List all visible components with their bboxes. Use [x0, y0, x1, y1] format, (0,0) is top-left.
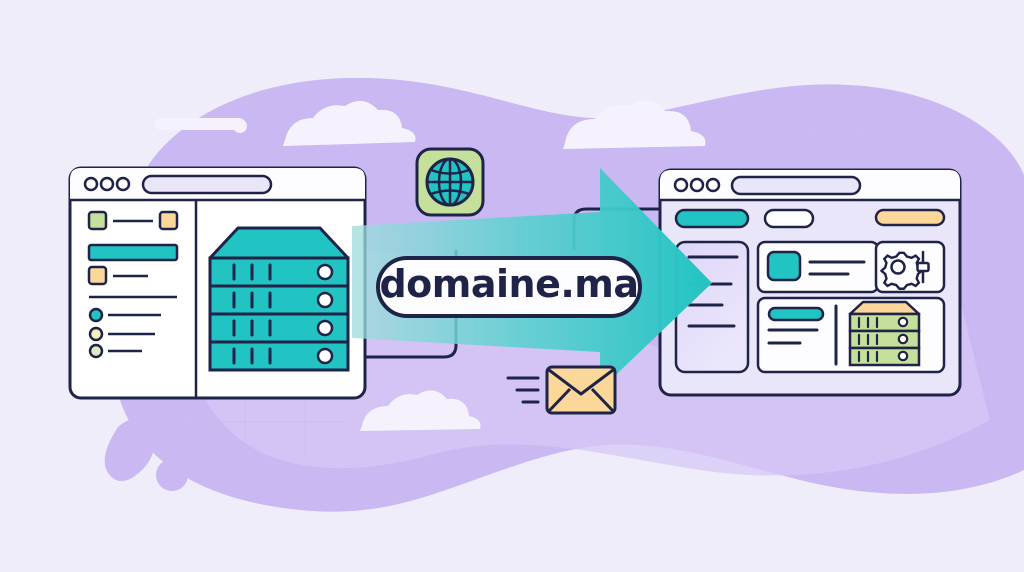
cloud-streak-1	[155, 118, 245, 130]
envelope-flap	[548, 368, 614, 396]
envelope-fold-right	[590, 387, 615, 413]
green-server-bay	[848, 346, 921, 367]
right-server-card[interactable]	[756, 296, 946, 374]
cloud-2	[563, 100, 706, 149]
gear-icon[interactable]	[880, 251, 923, 290]
bullet-icon-teal[interactable]	[88, 307, 104, 323]
server-leds	[316, 263, 334, 365]
connector-lower	[355, 250, 458, 359]
green-server-bay	[848, 329, 921, 350]
envelope-fold-left	[547, 387, 572, 413]
left-address-bar[interactable]	[141, 174, 273, 195]
left-window[interactable]	[68, 166, 367, 400]
server-led-icon	[316, 319, 334, 337]
server-led-icon	[897, 333, 909, 345]
sidebar-bullet-list[interactable]	[88, 307, 161, 359]
green-server-top	[848, 300, 921, 316]
window-dot-minimize-icon[interactable]	[99, 176, 115, 192]
green-server-leds	[897, 316, 909, 362]
sidebar-active-bar[interactable]	[87, 243, 179, 262]
window-dot-close-icon[interactable]	[673, 177, 689, 193]
envelope-body	[545, 365, 617, 415]
source-server-rack[interactable]	[208, 226, 350, 372]
slider-icon[interactable]	[916, 250, 930, 284]
domain-pill-label: domaine.ma	[379, 262, 638, 306]
server-led-icon	[316, 347, 334, 365]
right-window[interactable]	[658, 168, 962, 397]
cloud-dot-1	[233, 119, 247, 133]
left-window-dots[interactable]	[83, 176, 131, 192]
primary-pill[interactable]	[674, 208, 750, 229]
server-led-icon	[316, 263, 334, 281]
right-toolbar[interactable]	[674, 208, 946, 229]
server-ticks	[232, 263, 272, 365]
domain-pill[interactable]: domaine.ma	[376, 256, 642, 318]
destination-server-rack[interactable]	[848, 300, 921, 367]
decor-dot	[156, 459, 188, 491]
bullet-icon-orange[interactable]	[88, 326, 104, 342]
domain-pill-bg	[376, 256, 642, 318]
server-led-icon	[897, 350, 909, 362]
envelope-speed-lines	[506, 376, 540, 404]
globe-meridians	[427, 157, 473, 207]
cloud-1	[283, 100, 416, 146]
secondary-pill[interactable]	[763, 208, 815, 229]
window-dot-maximize-icon[interactable]	[115, 176, 131, 192]
globe-icon[interactable]	[415, 147, 485, 217]
window-dot-minimize-icon[interactable]	[689, 177, 705, 193]
decor-grid	[165, 95, 948, 470]
settings-card-frame	[874, 240, 946, 294]
server-led-icon	[897, 316, 909, 328]
decor-leaf	[104, 419, 154, 482]
sidebar-swatch-orange-2[interactable]	[87, 265, 108, 286]
profile-thumb[interactable]	[766, 250, 802, 282]
sidebar-swatch-orange[interactable]	[158, 210, 179, 231]
sidebar-swatch-green[interactable]	[87, 210, 108, 231]
green-server-bay	[848, 312, 921, 333]
envelope-icon[interactable]	[506, 365, 617, 415]
right-window-dots[interactable]	[673, 177, 721, 193]
left-sidebar[interactable]	[87, 210, 179, 359]
green-server-ticks	[857, 316, 879, 363]
cloud-3	[360, 390, 481, 431]
right-profile-card[interactable]	[756, 240, 880, 294]
server-led-icon	[316, 291, 334, 309]
server-card-pill[interactable]	[767, 306, 825, 322]
window-dot-maximize-icon[interactable]	[705, 177, 721, 193]
right-address-bar[interactable]	[730, 175, 862, 196]
window-dot-close-icon[interactable]	[83, 176, 99, 192]
bullet-icon-green[interactable]	[88, 343, 104, 359]
accent-pill[interactable]	[874, 208, 946, 227]
right-settings-card[interactable]	[874, 240, 946, 294]
decor-clouds	[155, 100, 706, 431]
